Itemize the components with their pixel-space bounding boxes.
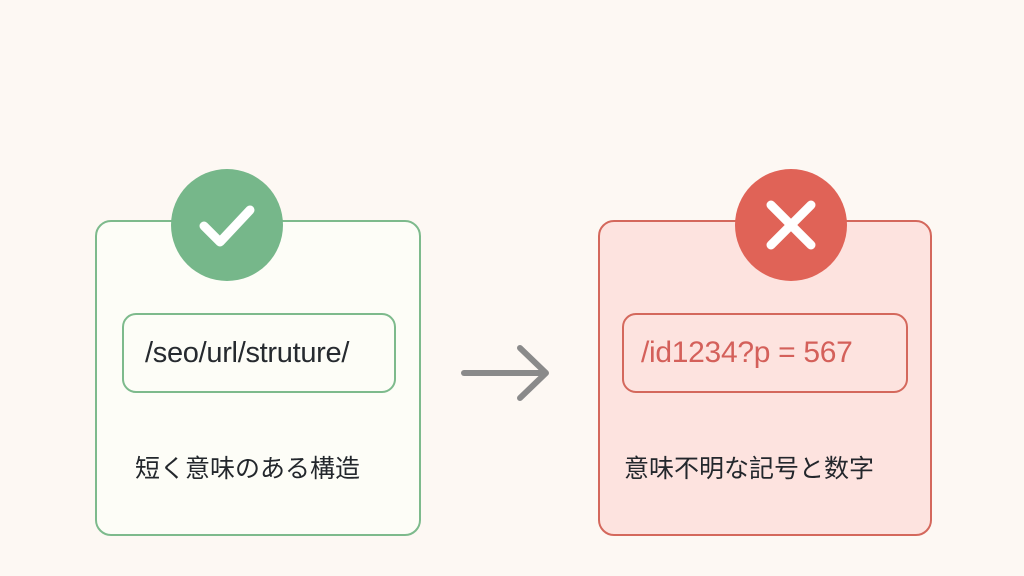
bad-url-example: /id1234?p = 567 — [622, 313, 908, 393]
good-badge — [171, 169, 283, 281]
bad-url-text: /id1234?p = 567 — [641, 336, 853, 369]
bad-badge — [735, 169, 847, 281]
good-url-caption: 短く意味のある構造 — [135, 454, 361, 483]
bad-url-caption: 意味不明な記号と数字 — [624, 454, 875, 483]
check-icon — [199, 205, 255, 247]
arrow-right-icon — [461, 345, 549, 401]
transition-arrow — [458, 340, 558, 411]
good-url-example: /seo/url/struture/ — [122, 313, 396, 393]
cross-icon — [766, 200, 816, 250]
good-url-text: /seo/url/struture/ — [145, 336, 350, 369]
